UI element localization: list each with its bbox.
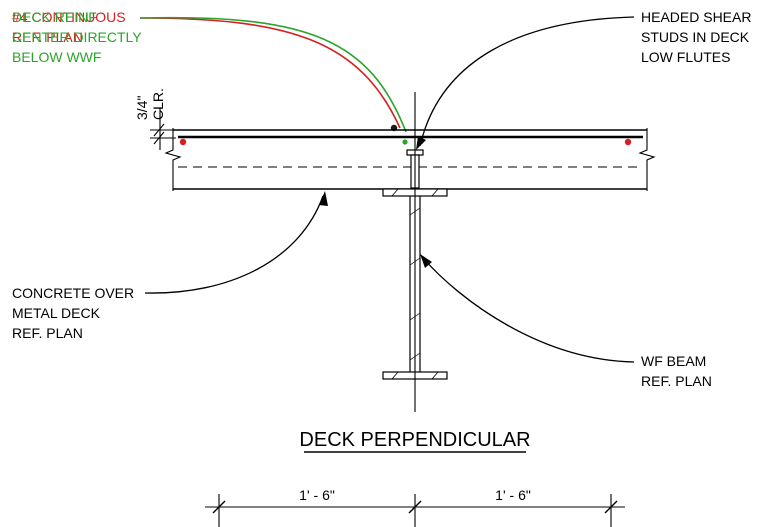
concrete-line-3: REF. PLAN bbox=[12, 325, 83, 341]
detail-title: DECK PERPENDICULAR bbox=[299, 429, 530, 451]
red-callout-line-1: #4 CONTINUOUS bbox=[12, 9, 126, 25]
green-callout-line-2: CENTER DIRECTLY bbox=[12, 29, 142, 45]
concrete-leader-line bbox=[144, 195, 324, 294]
red-leader-line bbox=[139, 17, 401, 129]
rebar-dot-right bbox=[624, 138, 632, 146]
beam-line-1: WF BEAM bbox=[641, 353, 706, 369]
beam-callout-text: WF BEAM REF. PLAN bbox=[641, 353, 712, 389]
studs-line-1: HEADED SHEAR bbox=[641, 9, 751, 25]
bottom-dimension bbox=[205, 494, 625, 527]
beam-leader-line bbox=[422, 257, 635, 363]
beam-line-2: REF. PLAN bbox=[641, 373, 712, 389]
concrete-callout-text: CONCRETE OVER METAL DECK REF. PLAN bbox=[12, 285, 134, 341]
dimension-left: 1' - 6" bbox=[299, 487, 335, 503]
rebar-dot-left bbox=[179, 138, 187, 146]
clearance-dimension bbox=[150, 108, 176, 150]
studs-line-2: STUDS IN DECK bbox=[641, 29, 750, 45]
concrete-slab bbox=[164, 128, 656, 191]
concrete-arrowhead bbox=[319, 191, 328, 206]
red-callout-text: #4 CONTINUOUS REF. PLAN bbox=[12, 9, 126, 45]
green-callout-line-3: BELOW WWF bbox=[12, 49, 101, 65]
clearance-line-2: CLR. bbox=[150, 88, 166, 120]
studs-leader-line bbox=[419, 16, 635, 147]
beam-arrowhead bbox=[420, 254, 432, 268]
concrete-line-1: CONCRETE OVER bbox=[12, 285, 134, 301]
green-callout-text: DECK REINF CENTER DIRECTLY BELOW WWF bbox=[12, 9, 142, 65]
red-callout-line-2: REF. PLAN bbox=[12, 29, 83, 45]
dimension-right: 1' - 6" bbox=[495, 487, 531, 503]
rebar-dot-center-green bbox=[402, 139, 408, 145]
studs-callout-text: HEADED SHEAR STUDS IN DECK LOW FLUTES bbox=[641, 9, 751, 65]
green-leader-line bbox=[139, 16, 407, 133]
studs-line-3: LOW FLUTES bbox=[641, 49, 730, 65]
clearance-label: 3/4" CLR. bbox=[134, 88, 166, 120]
green-callout-line-1: DECK REINF bbox=[12, 9, 97, 25]
concrete-line-2: METAL DECK bbox=[12, 305, 101, 321]
studs-arrowhead bbox=[416, 136, 426, 150]
clearance-line-1: 3/4" bbox=[134, 96, 150, 120]
